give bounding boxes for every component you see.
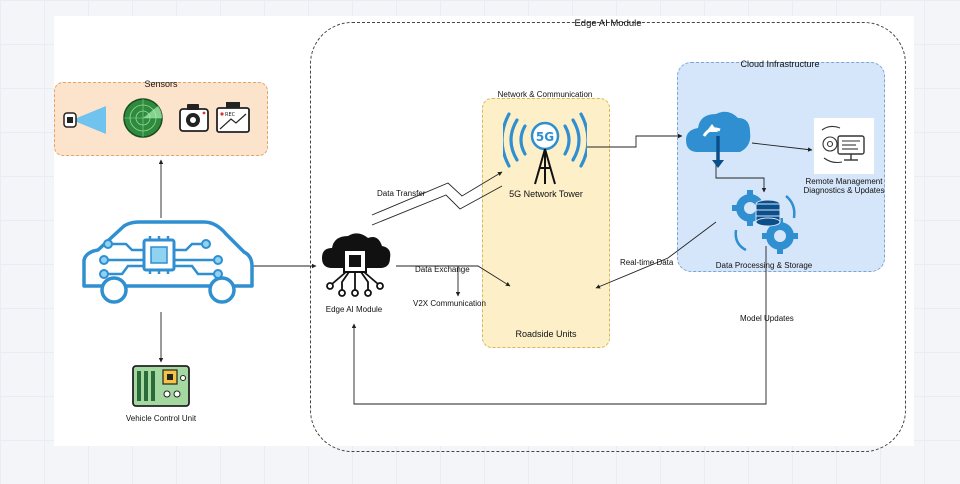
data-processing-storage-icon <box>730 190 802 261</box>
cloud-to-processing-arrow <box>715 160 767 193</box>
network-title: Network & Communication <box>497 90 593 99</box>
remote-management-icon <box>814 118 874 179</box>
edge-module-title: Edge AI Module <box>574 18 642 29</box>
realtime-data-arrow <box>595 221 717 289</box>
vehicle-control-unit-label: Vehicle Control Unit <box>125 414 197 423</box>
vehicle-control-unit-icon <box>131 364 191 415</box>
edge-to-roadside-arrow <box>396 265 511 287</box>
roadside-units-label: Roadside Units <box>515 329 577 339</box>
data-transfer-arrow <box>371 171 503 216</box>
realtime-data-label: Real-time Data <box>620 258 674 267</box>
dashcam-icon: REC <box>214 100 252 141</box>
5g-tower-icon: 5G <box>500 106 590 191</box>
dashcam-rec-text: REC <box>225 112 236 118</box>
model-updates-label: Model Updates <box>740 314 794 323</box>
5g-badge-text: 5G <box>536 130 554 144</box>
5g-tower-label: 5G Network Tower <box>509 189 583 199</box>
remote-management-label-line1: Remote Management <box>805 177 883 186</box>
edge-ai-module-group <box>310 22 906 452</box>
autonomous-car-icon <box>76 216 256 311</box>
cloud-to-remote-arrow <box>751 142 813 152</box>
cloud-upload-download-icon <box>684 106 754 177</box>
data-transfer-return-line <box>371 185 503 226</box>
radar-sensor-icon <box>122 97 164 144</box>
v2x-communication-label: V2X Communication <box>413 299 486 308</box>
remote-management-label-line2: Diagnostics & Updates <box>803 186 885 195</box>
tower-to-cloud-arrow <box>586 133 683 148</box>
model-updates-arrow <box>351 246 767 405</box>
data-transfer-label: Data Transfer <box>377 189 426 198</box>
edge-ai-module-icon <box>318 228 394 307</box>
data-exchange-label: Data Exchange <box>415 265 470 274</box>
camera-sensor-icon <box>178 101 210 140</box>
lidar-sensor-icon <box>60 100 110 145</box>
data-processing-storage-label: Data Processing & Storage <box>715 261 813 270</box>
edge-ai-module-label: Edge AI Module <box>325 305 383 314</box>
cloud-title: Cloud Infrastructure <box>740 59 820 69</box>
sensors-title: Sensors <box>144 79 178 89</box>
